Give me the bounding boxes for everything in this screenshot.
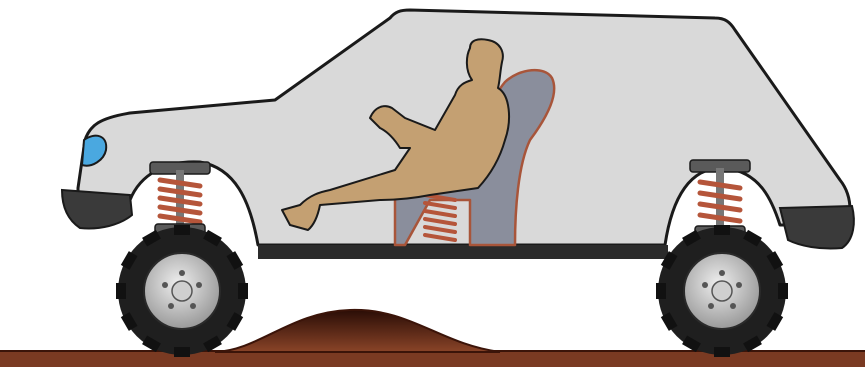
- front-hub-center: [172, 281, 192, 301]
- front-wheel: [116, 225, 248, 357]
- road-bump: [215, 310, 500, 352]
- front-suspension: [150, 162, 210, 235]
- rear-bumper: [780, 206, 854, 249]
- front-bumper: [62, 190, 132, 228]
- rear-hub-center: [712, 281, 732, 301]
- rear-wheel: [656, 225, 788, 357]
- chassis-floor: [258, 245, 668, 259]
